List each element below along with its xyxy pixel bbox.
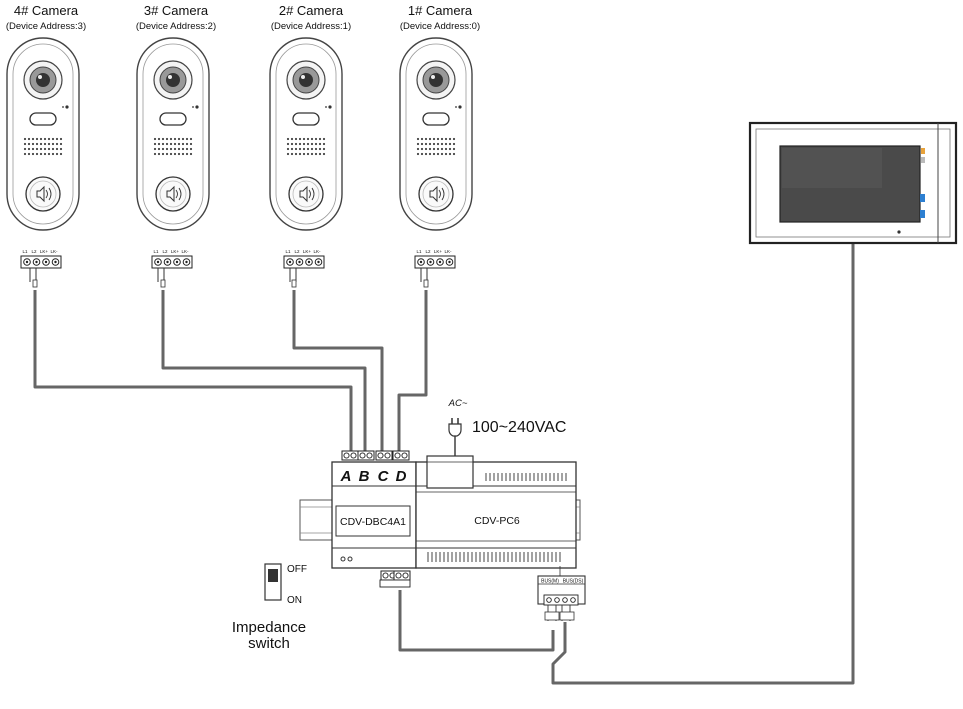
indoor-monitor	[748, 121, 958, 245]
camera-1-title: 1# Camera	[408, 3, 473, 18]
distributor-module: CDV-DBC4A1 A B C D	[331, 450, 417, 588]
cable-camera-3	[161, 290, 367, 452]
camera-1-address: (Device Address:0)	[400, 21, 480, 32]
cable-camera-2	[292, 290, 384, 452]
distributor-bus-terminal-2	[393, 570, 411, 581]
svg-text:LK+: LK+	[303, 249, 312, 254]
camera-1-terminal-labels: L1 L2 LK+ LK-	[416, 249, 452, 254]
svg-text:L1: L1	[153, 249, 159, 254]
cable-camera-4	[33, 290, 353, 452]
distributor-model-label: CDV-DBC4A1	[340, 516, 406, 528]
port-a-terminal	[341, 450, 359, 461]
camera-1: 1# Camera (Device Address:0) L1 L2 LK+ L…	[399, 3, 480, 288]
port-c-label: C	[378, 468, 390, 485]
impedance-switch: OFF ON Impedance switch	[232, 563, 307, 652]
svg-text:LK+: LK+	[171, 249, 180, 254]
svg-text:LK-: LK-	[50, 249, 58, 254]
port-a-label: A	[340, 468, 352, 485]
svg-text:L1: L1	[416, 249, 422, 254]
camera-4-terminal	[20, 255, 62, 269]
power-supply-model-label: CDV-PC6	[474, 515, 520, 527]
port-d-terminal	[392, 450, 410, 461]
cable-bus-distributor	[398, 590, 555, 652]
camera-4: 4# Camera (Device Address:3) L1 L2 LK+ L…	[6, 3, 86, 288]
cable-bus-monitor	[551, 243, 855, 685]
camera-4-address: (Device Address:3)	[6, 21, 86, 32]
impedance-caption-2: switch	[248, 635, 290, 652]
port-c-terminal	[375, 450, 393, 461]
svg-text:LK+: LK+	[434, 249, 443, 254]
switch-on-label: ON	[287, 595, 302, 606]
port-b-terminal	[357, 450, 375, 461]
bus-m-label: BUS(M)	[541, 579, 559, 585]
svg-text:L2: L2	[425, 249, 431, 254]
impedance-caption-1: Impedance	[232, 619, 306, 636]
camera-4-terminal-labels: L1 L2 LK+ LK-	[22, 249, 58, 254]
camera-2-title: 2# Camera	[279, 3, 344, 18]
camera-2-terminal	[283, 255, 325, 269]
power-supply-module: CDV-PC6 BUS(M) BUS(DS)	[415, 455, 586, 621]
svg-text:L2: L2	[162, 249, 168, 254]
camera-2-address: (Device Address:1)	[271, 21, 351, 32]
svg-text:LK-: LK-	[444, 249, 452, 254]
camera-3-terminal	[151, 255, 193, 269]
camera-3-terminal-labels: L1 L2 LK+ LK-	[153, 249, 189, 254]
svg-text:L1: L1	[22, 249, 28, 254]
camera-4-title: 4# Camera	[14, 3, 79, 18]
camera-3: 3# Camera (Device Address:2) L1 L2 LK+ L…	[136, 3, 216, 288]
ac-power-plug: AC~ 100~240VAC	[448, 398, 566, 456]
svg-text:L2: L2	[294, 249, 300, 254]
svg-text:LK-: LK-	[181, 249, 189, 254]
camera-1-terminal	[414, 255, 456, 269]
ac-voltage-label: 100~240VAC	[472, 419, 566, 436]
ac-symbol: AC~	[448, 398, 468, 409]
svg-text:LK+: LK+	[40, 249, 49, 254]
svg-text:LK-: LK-	[313, 249, 321, 254]
svg-text:L2: L2	[31, 249, 37, 254]
svg-text:L1: L1	[285, 249, 291, 254]
port-b-label: B	[359, 468, 370, 485]
switch-off-label: OFF	[287, 564, 307, 575]
camera-3-address: (Device Address:2)	[136, 21, 216, 32]
cable-camera-1	[397, 290, 428, 452]
camera-2-terminal-labels: L1 L2 LK+ LK-	[285, 249, 321, 254]
camera-3-title: 3# Camera	[144, 3, 209, 18]
port-d-label: D	[396, 468, 407, 485]
bus-ds-label: BUS(DS)	[563, 579, 584, 585]
camera-2: 2# Camera (Device Address:1) L1 L2 LK+ L…	[269, 3, 351, 288]
